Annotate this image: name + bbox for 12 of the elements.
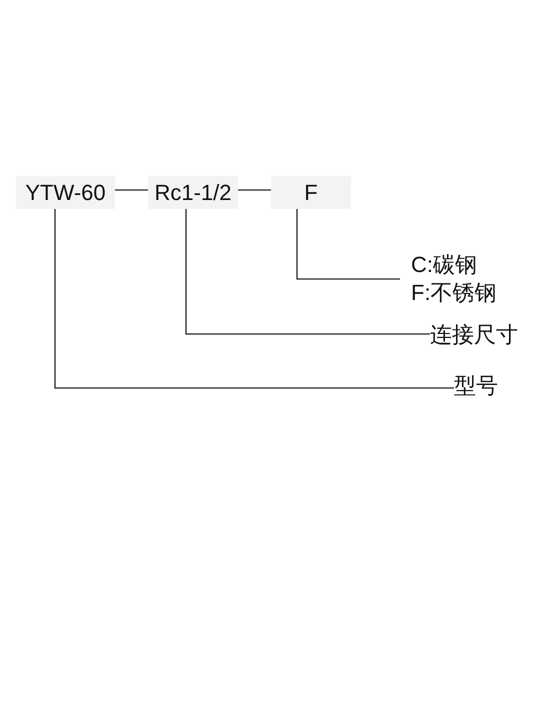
option-text: F:不锈钢 xyxy=(411,279,498,307)
leader-line xyxy=(185,209,430,335)
leader-line xyxy=(296,209,400,280)
option-text: C:碳钢 xyxy=(411,251,478,279)
leader-line xyxy=(54,209,454,389)
connector-line xyxy=(115,189,148,191)
label-text: 连接尺寸 xyxy=(430,321,528,349)
connector-line xyxy=(238,189,271,191)
code-segment-box: F xyxy=(271,176,351,209)
code-segment-box: YTW-60 xyxy=(16,176,115,209)
label-text: 型号 xyxy=(454,372,506,400)
code-segment-box: Rc1-1/2 xyxy=(148,176,238,209)
